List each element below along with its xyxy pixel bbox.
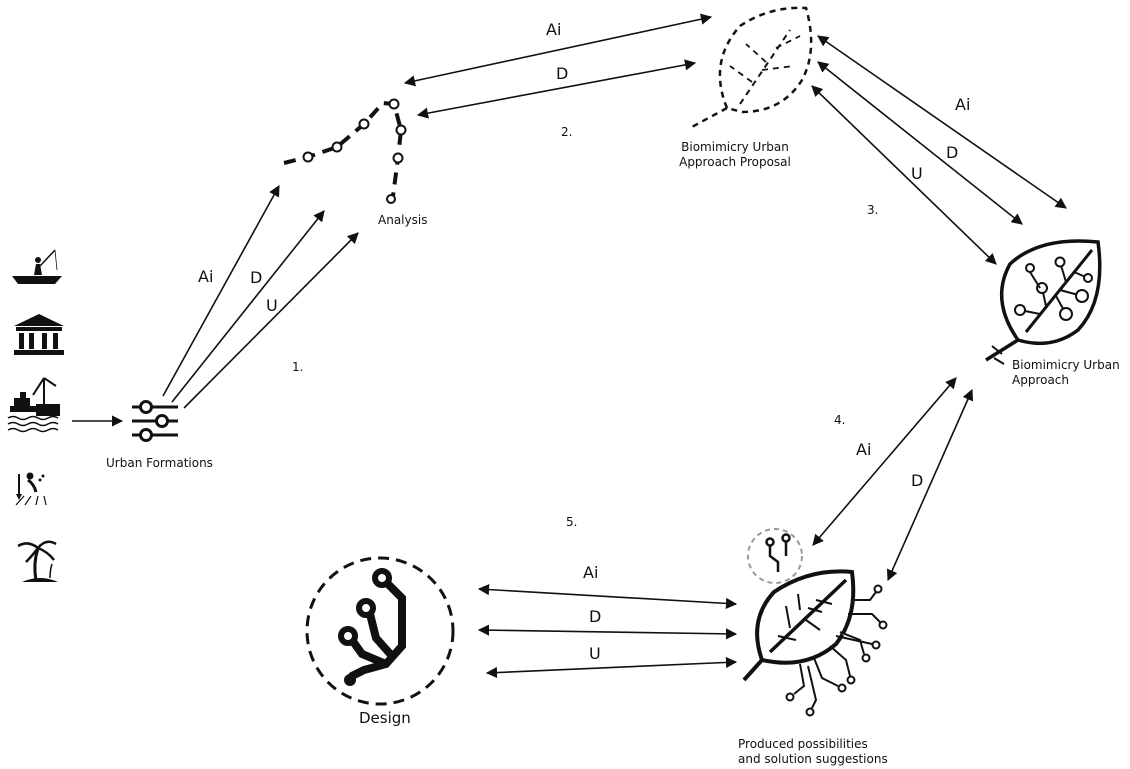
label-d-urban-analysis: D [250,268,262,287]
produced-label-line2: and solution suggestions [738,752,888,767]
analysis-graph-icon [284,100,406,204]
dashed-leaf-icon [690,8,811,128]
label-u-design-produced: U [589,644,601,663]
sliders-icon [132,402,178,441]
step-3-label: 3. [867,203,878,217]
palm-island-icon [18,542,58,582]
label-ai-approach-produced: Ai [856,440,871,459]
museum-icon [14,314,64,355]
fishing-boat-icon [12,250,62,284]
approach-label-line1: Biomimicry Urban [1012,358,1120,373]
design-label: Design [359,709,411,727]
produced-label-line1: Produced possibilities [738,737,888,752]
label-d-approach-produced: D [911,471,923,490]
arrow-approach-produced-ai [813,378,956,545]
step-4-label: 4. [834,413,845,427]
arrow-design-produced-u [487,662,736,673]
arrow-design-produced-ai [479,589,736,604]
arrow-urban-analysis-ai [163,186,279,396]
approach-label: Biomimicry Urban Approach [1012,358,1120,388]
design-circuit-icon [307,558,453,704]
label-d-proposal-approach: D [946,143,958,162]
proposal-label: Biomimicry Urban Approach Proposal [672,140,798,170]
tech-leaf-icon [744,529,887,716]
produced-label: Produced possibilities and solution sugg… [738,737,888,767]
step-5-label: 5. [566,515,577,529]
label-u-proposal-approach: U [911,164,923,183]
arrow-approach-produced-d [888,390,972,580]
arrow-proposal-approach-d [818,62,1022,224]
label-ai-proposal-approach: Ai [955,95,970,114]
circuit-leaf-icon [986,241,1100,364]
port-ship-icon [8,378,60,432]
analysis-label: Analysis [378,213,427,228]
arrows-group [163,17,1066,673]
arrow-urban-analysis-u [184,233,358,408]
label-d-analysis-proposal: D [556,64,568,83]
step-1-label: 1. [292,360,303,374]
step-2-label: 2. [561,125,572,139]
proposal-label-line1: Biomimicry Urban [672,140,798,155]
label-ai-urban-analysis: Ai [198,267,213,286]
label-u-urban-analysis: U [266,296,278,315]
approach-label-line2: Approach [1012,373,1120,388]
proposal-label-line2: Approach Proposal [672,155,798,170]
label-d-design-produced: D [589,607,601,626]
farming-icon [16,473,46,506]
arrow-design-produced-d [479,630,736,634]
label-ai-analysis-proposal: Ai [546,20,561,39]
urban-formations-label: Urban Formations [106,456,213,471]
arrow-proposal-approach-ai [818,36,1066,208]
label-ai-design-produced: Ai [583,563,598,582]
